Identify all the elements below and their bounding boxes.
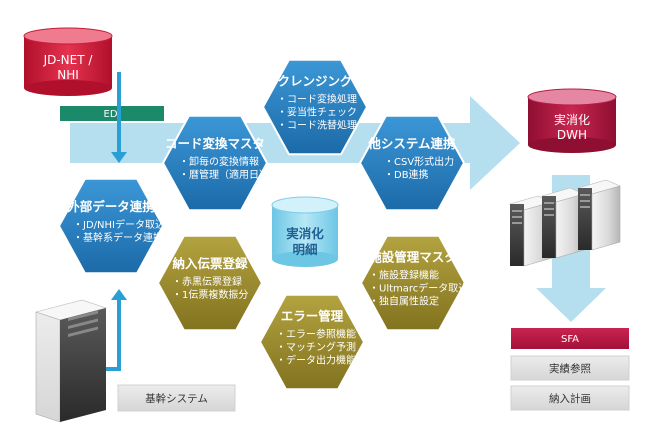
hex-error-mgmt: エラー管理・エラー参照機能・マッチング予測・データ出力機能 <box>258 293 366 391</box>
center-db-line2: 明細 <box>292 242 317 257</box>
hex-item: ・データ出力機能 <box>276 354 356 367</box>
hex-shape <box>261 58 369 156</box>
hex-shape <box>359 234 467 332</box>
sfa-box: SFA <box>511 328 629 349</box>
hex-item: ・エラー参照機能 <box>276 328 356 341</box>
hex-item: ・JD/NHIデータ取込 <box>73 218 165 231</box>
sfa-label: SFA <box>561 334 579 345</box>
hex-item: ・マッチング予測 <box>276 341 356 354</box>
edi-bar: EDI <box>60 106 164 121</box>
hex-item: ・1伝票複数振分 <box>172 288 248 301</box>
hex-item: ・Ultmarcデータ取込 <box>369 282 468 295</box>
hex-shape <box>358 114 466 212</box>
dwh-database-icon: 実消化 DWH <box>527 88 617 153</box>
hex-shape <box>57 177 165 275</box>
core-system-label: 基幹システム <box>145 392 208 405</box>
edi-label: EDI <box>104 109 121 120</box>
dwh-label-line1: 実消化 <box>554 112 590 127</box>
hex-item: ・卸毎の変換情報 <box>179 155 259 168</box>
jdnet-label-line2: NHI <box>57 68 79 82</box>
hex-shape <box>161 114 269 212</box>
core-system-connector <box>100 289 127 371</box>
hex-item: ・コード洗替処理 <box>277 119 357 132</box>
center-db-line1: 実消化 <box>286 226 324 241</box>
results-box: 実績参照 <box>510 355 630 381</box>
hex-item: ・コード変換処理 <box>277 93 357 106</box>
hex-delivery-slip: 納入伝票登録・赤黒伝票登録・1伝票複数振分 <box>156 234 264 332</box>
core-system-box: 基幹システム <box>117 384 236 412</box>
hex-code-master: コード変換マスタ・卸毎の変換情報・暦管理（適用日） <box>161 114 269 212</box>
dwh-label-line2: DWH <box>557 128 587 142</box>
hex-item: ・CSV形式出力 <box>384 155 454 168</box>
hex-item: ・DB連携 <box>384 168 429 181</box>
hex-item: ・赤黒伝票登録 <box>172 275 242 288</box>
hex-item: ・基幹系データ連携 <box>73 231 163 244</box>
hex-cleansing: クレンジング・コード変換処理・妥当性チェック・コード洗替処理 <box>261 58 369 156</box>
plan-box: 納入計画 <box>510 385 630 411</box>
hex-shape <box>156 234 264 332</box>
hex-item: ・暦管理（適用日） <box>179 168 269 181</box>
hex-title: 他システム連携 <box>367 136 456 151</box>
hex-external: 外部データ連携・JD/NHIデータ取込・基幹系データ連携 <box>57 177 165 275</box>
jdnet-label-line1: JD-NET / <box>43 53 94 67</box>
jdnet-database-icon: JD-NET / NHI <box>23 27 113 96</box>
hex-other-system: 他システム連携・CSV形式出力・DB連携 <box>358 114 466 212</box>
hex-item: ・妥当性チェック <box>277 106 357 119</box>
hex-title: コード変換マスタ <box>165 136 265 151</box>
core-system-server-icon <box>34 299 108 423</box>
plan-label: 納入計画 <box>549 392 591 405</box>
hex-title: クレンジング <box>277 74 353 89</box>
hex-title: 納入伝票登録 <box>172 256 248 271</box>
hex-item: ・施設登録機能 <box>369 269 439 282</box>
hex-item: ・独自属性設定 <box>369 295 439 308</box>
hexagon-layer: クレンジング・コード変換処理・妥当性チェック・コード洗替処理コード変換マスタ・卸… <box>57 58 468 391</box>
results-label: 実績参照 <box>549 362 591 375</box>
jdnet-connector <box>111 72 127 163</box>
hex-title: エラー管理 <box>281 309 344 324</box>
hex-facility-master: 施設管理マスタ・施設登録機能・Ultmarcデータ取込・独自属性設定 <box>359 234 468 332</box>
dwh-server-icon <box>509 179 621 267</box>
hex-title: 施設管理マスタ <box>369 250 457 265</box>
center-database-icon: 実消化 明細 <box>271 196 339 267</box>
hex-shape <box>258 293 366 391</box>
hex-title: 外部データ連携 <box>66 199 155 214</box>
